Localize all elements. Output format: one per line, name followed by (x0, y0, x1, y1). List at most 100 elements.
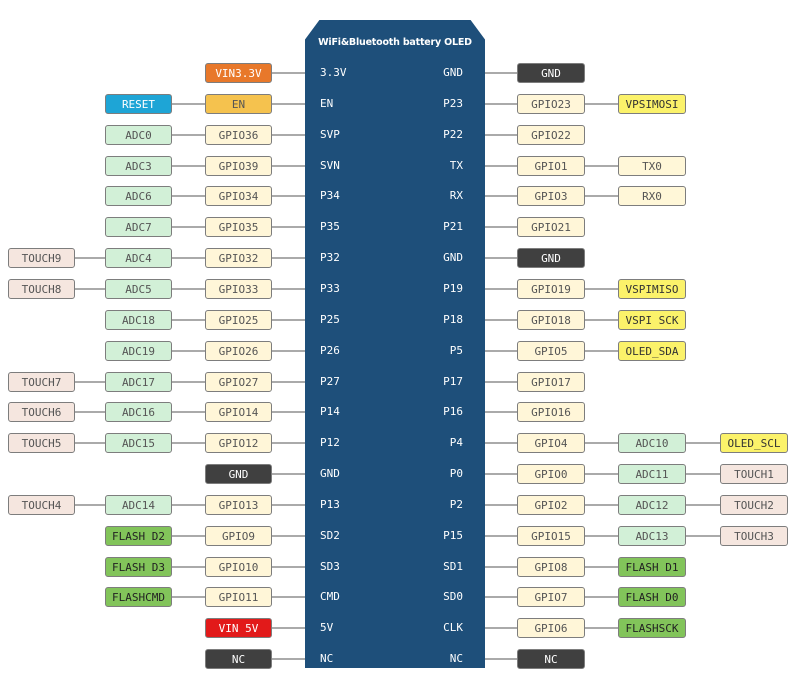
board-pin-label: GND (443, 251, 463, 264)
adc-label: ADC12 (618, 495, 686, 515)
adc-label: ADC5 (105, 279, 172, 299)
board-pin-label: P5 (449, 344, 463, 357)
touch-label: TOUCH4 (8, 495, 75, 515)
gpio-label: GPIO5 (517, 341, 585, 361)
gpio-label: GPIO14 (205, 402, 272, 422)
touch-label: TOUCH8 (8, 279, 75, 299)
touch-label: TOUCH7 (8, 372, 75, 392)
adc-label: ADC14 (105, 495, 172, 515)
gpio-label: GPIO0 (517, 464, 585, 484)
adc-label: ADC11 (618, 464, 686, 484)
adc-label: ADC7 (105, 217, 172, 237)
touch-label: TOUCH9 (8, 248, 75, 268)
board-pin-label: P27 (320, 375, 340, 388)
gpio-label: GPIO33 (205, 279, 272, 299)
board-pin-label: P19 (443, 282, 463, 295)
board-pin-label: P21 (443, 220, 463, 233)
adc-label: ADC10 (618, 433, 686, 453)
gpio-label: GPIO6 (517, 618, 585, 638)
board-pin-label: TX (449, 159, 463, 172)
adc-label: ADC17 (105, 372, 172, 392)
flash-label: FLASH D2 (105, 526, 172, 546)
board-pin-label: 5V (320, 621, 334, 634)
gpio-label: GPIO21 (517, 217, 585, 237)
gpio-label: EN (205, 94, 272, 114)
board-pin-label: NC (320, 652, 334, 665)
flash-label: FLASH D3 (105, 557, 172, 577)
board-pin-label: GND (320, 467, 340, 480)
board-pin-label: P16 (443, 405, 463, 418)
gpio-label: VIN 5V (205, 618, 272, 638)
flash-label: FLASHSCK (618, 618, 686, 638)
gpio-label: GPIO11 (205, 587, 272, 607)
flash-label: FLASH D0 (618, 587, 686, 607)
spi-label: VSPIMISO (618, 279, 686, 299)
adc-label: ADC3 (105, 156, 172, 176)
board-title: WiFi&Bluetooth battery OLED (318, 37, 472, 48)
gpio-label: GND (517, 63, 585, 83)
board-pin-label: CMD (320, 590, 340, 603)
board-pin-label: SD1 (443, 560, 463, 573)
gpio-label: GPIO26 (205, 341, 272, 361)
board-pin-label: P32 (320, 251, 340, 264)
gpio-label: GPIO8 (517, 557, 585, 577)
gpio-label: GPIO16 (517, 402, 585, 422)
board-pin-label: P23 (443, 97, 463, 110)
board-pin-label: P22 (443, 128, 463, 141)
board-pin-label: SVN (320, 159, 340, 172)
uart-label: RX0 (618, 186, 686, 206)
gpio-label: GPIO19 (517, 279, 585, 299)
gpio-label: GPIO12 (205, 433, 272, 453)
board-pin-label: EN (320, 97, 334, 110)
gpio-label: GPIO27 (205, 372, 272, 392)
uart-label: TX0 (618, 156, 686, 176)
board-pin-label: P17 (443, 375, 463, 388)
gpio-label: GPIO9 (205, 526, 272, 546)
gpio-label: GPIO34 (205, 186, 272, 206)
gpio-label: GPIO1 (517, 156, 585, 176)
board-pin-label: SD0 (443, 590, 463, 603)
gpio-label: GPIO35 (205, 217, 272, 237)
adc-label: ADC13 (618, 526, 686, 546)
reset-label: RESET (105, 94, 172, 114)
board-pin-label: RX (449, 189, 463, 202)
touch-label: TOUCH6 (8, 402, 75, 422)
board-pin-label: P14 (320, 405, 340, 418)
board-pin-label: CLK (443, 621, 463, 634)
spi-label: OLED_SCL (720, 433, 788, 453)
gpio-label: GPIO10 (205, 557, 272, 577)
gpio-label: GPIO32 (205, 248, 272, 268)
board-pin-label: P33 (320, 282, 340, 295)
gpio-label: GPIO15 (517, 526, 585, 546)
adc-label: ADC16 (105, 402, 172, 422)
board-pin-label: P18 (443, 313, 463, 326)
adc-label: ADC0 (105, 125, 172, 145)
board-pin-label: P15 (443, 529, 463, 542)
board-pin-label: P26 (320, 344, 340, 357)
flash-label: FLASHCMD (105, 587, 172, 607)
touch-label: TOUCH5 (8, 433, 75, 453)
adc-label: ADC6 (105, 186, 172, 206)
spi-label: VPSIMOSI (618, 94, 686, 114)
board-pin-label: P4 (449, 436, 463, 449)
board-pin-label: GND (443, 66, 463, 79)
adc-label: ADC15 (105, 433, 172, 453)
board-pin-label: NC (449, 652, 463, 665)
gpio-label: NC (517, 649, 585, 669)
board-pin-label: P2 (449, 498, 463, 511)
board-pin-label: SVP (320, 128, 340, 141)
board-pin-label: 3.3V (320, 66, 347, 79)
adc-label: ADC4 (105, 248, 172, 268)
touch-label: TOUCH2 (720, 495, 788, 515)
touch-label: TOUCH3 (720, 526, 788, 546)
adc-label: ADC18 (105, 310, 172, 330)
board-pin-label: P25 (320, 313, 340, 326)
gpio-label: GPIO23 (517, 94, 585, 114)
gpio-label: NC (205, 649, 272, 669)
gpio-label: GND (517, 248, 585, 268)
board-pin-label: P13 (320, 498, 340, 511)
gpio-label: GPIO39 (205, 156, 272, 176)
adc-label: ADC19 (105, 341, 172, 361)
